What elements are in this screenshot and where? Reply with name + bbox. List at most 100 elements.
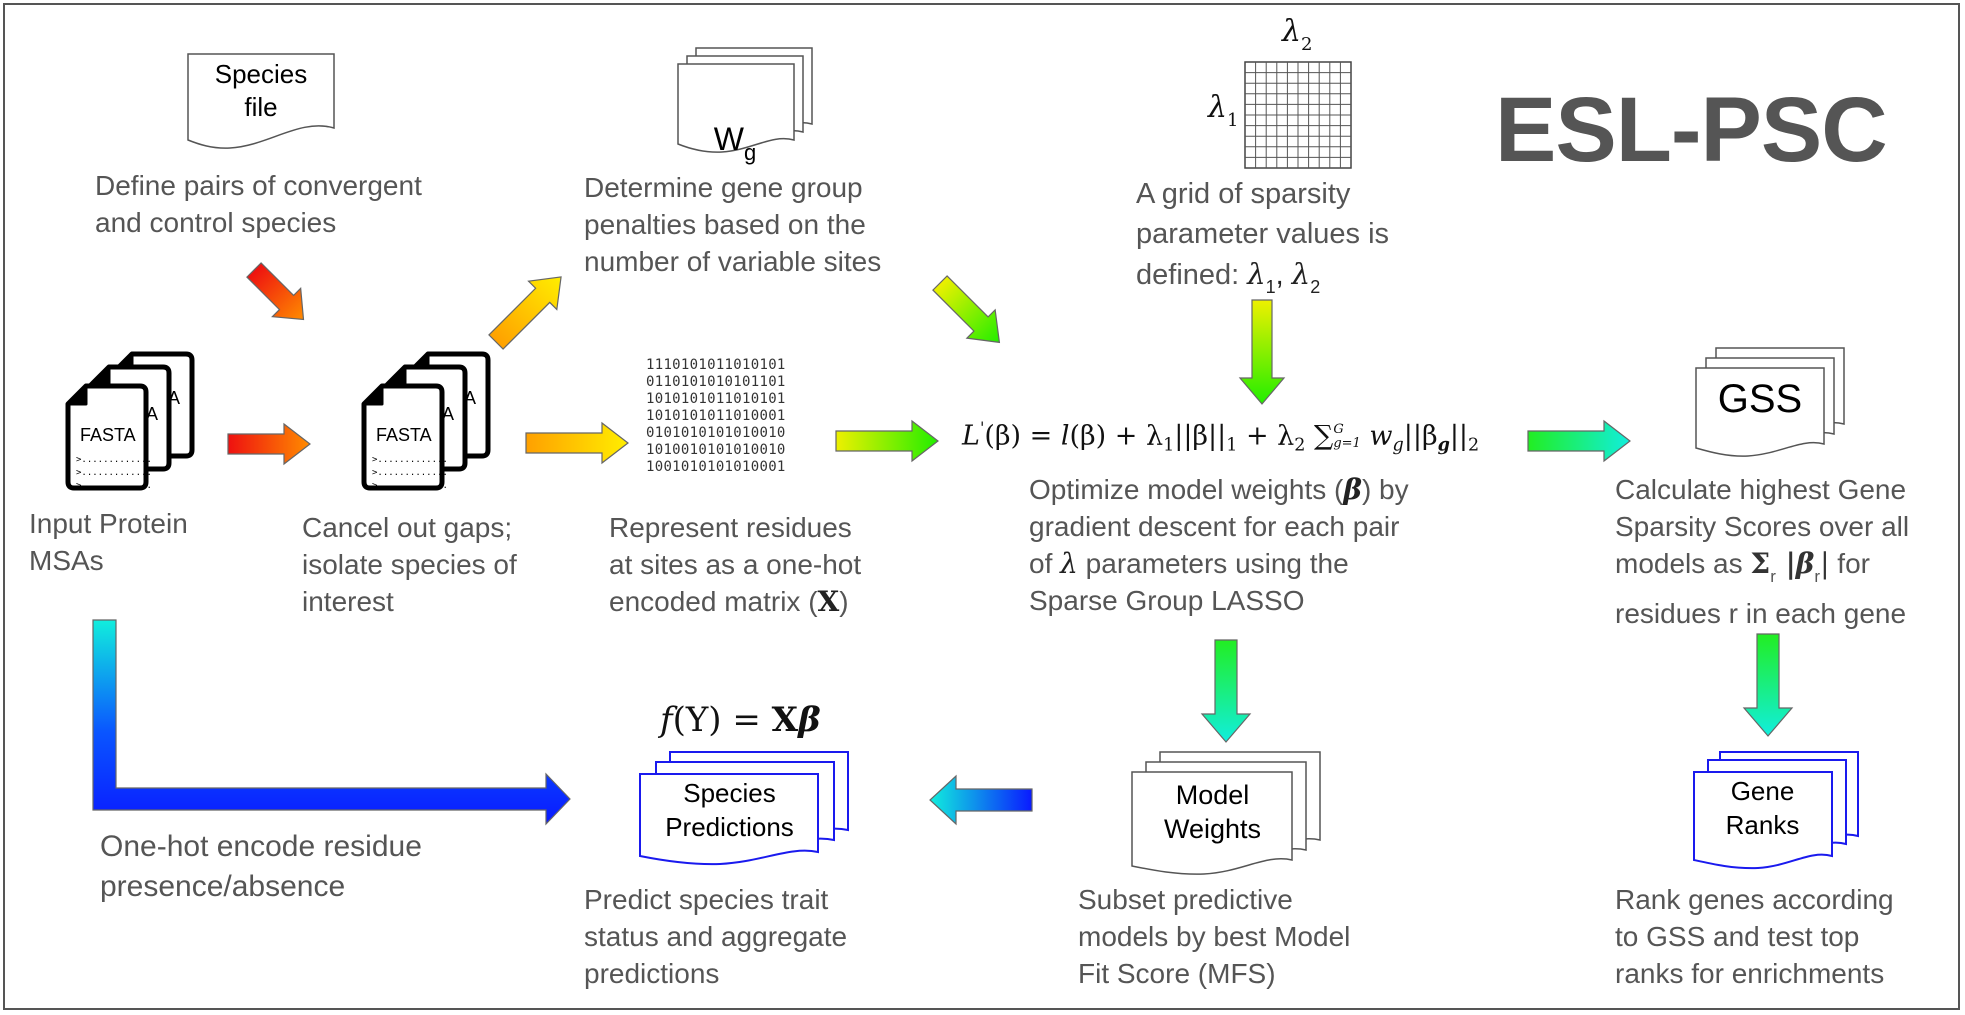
pred-rest: (Y) = <box>672 700 772 740</box>
loss-sub2: 2 <box>1294 435 1306 456</box>
caption-gss-b: for residues r in each gene <box>1615 548 1907 629</box>
caption-optimize-b: ) by gradient descent for each pair of <box>1029 474 1409 579</box>
caption-gene-group: Determine gene group penalties based on … <box>584 172 882 277</box>
pred-beta: β <box>798 700 821 740</box>
wg-sub: g <box>743 140 757 165</box>
grid-lambda2: λ2 <box>1282 14 1312 55</box>
caption-optimize-a: Optimize model weights ( <box>1029 474 1344 505</box>
caption-gss-abs: |β <box>1775 547 1815 580</box>
caption-gss-a: Calculate highest Gene Sparsity Scores o… <box>1615 474 1910 579</box>
caption-gss-sigma: Σ <box>1750 547 1771 580</box>
species-predictions-label: Species Predictions <box>665 778 794 842</box>
svg-text:A: A <box>168 388 180 408</box>
caption-optimize-beta: β <box>1343 473 1362 506</box>
grid-lambda1: λ1 <box>1208 90 1238 131</box>
one-hot-matrix: 1110101011010101 0110101010101101 101010… <box>646 357 786 475</box>
arrow-cancel-to-represent <box>525 421 629 465</box>
arrow-gss-to-ranks <box>1742 633 1794 737</box>
species-file-label: Species file <box>214 59 308 122</box>
grid-lambda2-sub: 2 <box>1301 34 1313 55</box>
arrow-one-hot-to-predictions <box>92 619 571 826</box>
svg-text:A: A <box>464 388 476 408</box>
fasta-stack-cancel-icon: A A FASTA >............. >............. … <box>364 354 488 491</box>
gene-ranks-label: Gene Ranks <box>1725 776 1800 840</box>
pred-f: f <box>660 700 673 740</box>
svg-text:>.............: >............. <box>76 468 152 478</box>
wg-document-stack-icon <box>677 47 813 153</box>
model-weights-label: Model Weights <box>1163 780 1262 844</box>
caption-define-pairs: Define pairs of convergent and control s… <box>95 170 422 238</box>
loss-wg-sub: g <box>1392 435 1404 456</box>
grid-lambda1-symbol: λ <box>1208 90 1228 125</box>
pred-x: X <box>771 700 799 740</box>
caption-optimize-c: parameters using the Sparse Group LASSO <box>1029 548 1349 616</box>
arrow-define-to-cancel <box>246 262 305 321</box>
gss-document-stack-icon <box>1695 347 1845 457</box>
caption-gss: Calculate highest Gene Sparsity Scores o… <box>1615 471 1909 632</box>
caption-grid-lambda1: λ <box>1247 257 1266 291</box>
loss-sub1: 1 <box>1163 435 1175 456</box>
arrow-optimize-to-weights <box>1200 639 1252 743</box>
wg-label: Wg <box>690 84 780 166</box>
loss-betag-sub: g <box>1437 435 1450 456</box>
caption-gss-abs-end: | <box>1820 547 1830 580</box>
loss-w: w <box>1360 420 1393 452</box>
caption-input-msas: Input Protein MSAs <box>29 508 188 576</box>
svg-text:FASTA: FASTA <box>376 425 432 445</box>
svg-text:FASTA: FASTA <box>80 425 136 445</box>
loss-sum-sub: g=1 <box>1333 435 1361 451</box>
arrow-gene-group-to-loss <box>932 275 1001 344</box>
caption-grid-text: A grid of sparsity parameter values is d… <box>1136 178 1390 291</box>
gss-label: GSS <box>1717 377 1803 421</box>
caption-rank: Rank genes according to GSS and test top… <box>1615 884 1894 989</box>
loss-sub2b: 2 <box>1468 435 1480 456</box>
svg-text:>.............: >............. <box>372 468 448 478</box>
caption-represent: Represent residues at sites as a one-hot… <box>609 509 861 620</box>
svg-text:>.............: >............. <box>372 481 448 491</box>
gene-ranks-document-stack-icon <box>1693 751 1859 870</box>
arrow-msa-to-cancel <box>227 422 311 466</box>
svg-text:A: A <box>146 404 158 424</box>
caption-grid-sub1: 1 <box>1265 277 1276 297</box>
caption-grid-lambda2: λ <box>1291 257 1311 291</box>
caption-represent-text: Represent residues at sites as a one-hot… <box>609 512 862 617</box>
svg-text:>.............: >............. <box>76 481 152 491</box>
svg-text:>.............: >............. <box>76 455 152 465</box>
loss-prime: ' <box>979 418 985 437</box>
figure-frame <box>3 3 1960 1010</box>
fasta-stack-input-icon: A A FASTA >............. >............. … <box>68 354 192 491</box>
caption-subset: Subset predictive models by best Model F… <box>1078 884 1351 989</box>
grid-lambda1-sub: 1 <box>1227 110 1239 131</box>
arrow-weights-to-predictions <box>929 774 1033 826</box>
caption-gss-r: r <box>1770 567 1776 586</box>
caption-optimize: Optimize model weights (β) by gradient d… <box>1029 471 1409 619</box>
parameter-grid-icon <box>1244 61 1352 169</box>
arrow-represent-to-loss <box>835 419 939 463</box>
loss-part2: ||β|| <box>1174 420 1227 452</box>
arrow-loss-to-gss <box>1527 419 1631 463</box>
model-weights-document-stack-icon <box>1131 751 1321 875</box>
caption-grid-sub2: 2 <box>1310 277 1321 297</box>
species-file-document-icon <box>187 53 335 149</box>
loss-part3: + λ <box>1237 420 1295 452</box>
loss-part1: (β) + λ <box>1069 420 1164 452</box>
wg-main: W <box>713 121 744 157</box>
prediction-equation: f(Y) = Xβ <box>660 700 821 740</box>
svg-text:A: A <box>442 404 454 424</box>
loss-lhs: L <box>962 420 980 452</box>
caption-cancel-gaps: Cancel out gaps; isolate species of inte… <box>302 512 517 617</box>
arrow-grid-to-loss <box>1238 299 1286 405</box>
arrow-cancel-to-gene-group <box>488 276 562 350</box>
caption-gss-r2: r <box>1814 567 1821 586</box>
loss-beta: (β) = <box>984 420 1061 452</box>
caption-predict: Predict species trait status and aggrega… <box>584 884 848 989</box>
loss-l: l <box>1060 420 1070 452</box>
caption-grid: A grid of sparsity parameter values is d… <box>1136 178 1390 297</box>
diagram-title: ESL-PSC <box>1495 79 1888 181</box>
caption-represent-x: X <box>817 585 840 618</box>
loss-sum-sup: G <box>1333 421 1344 437</box>
grid-lambda2-symbol: λ <box>1282 14 1302 49</box>
caption-optimize-lambda: λ <box>1060 547 1078 580</box>
